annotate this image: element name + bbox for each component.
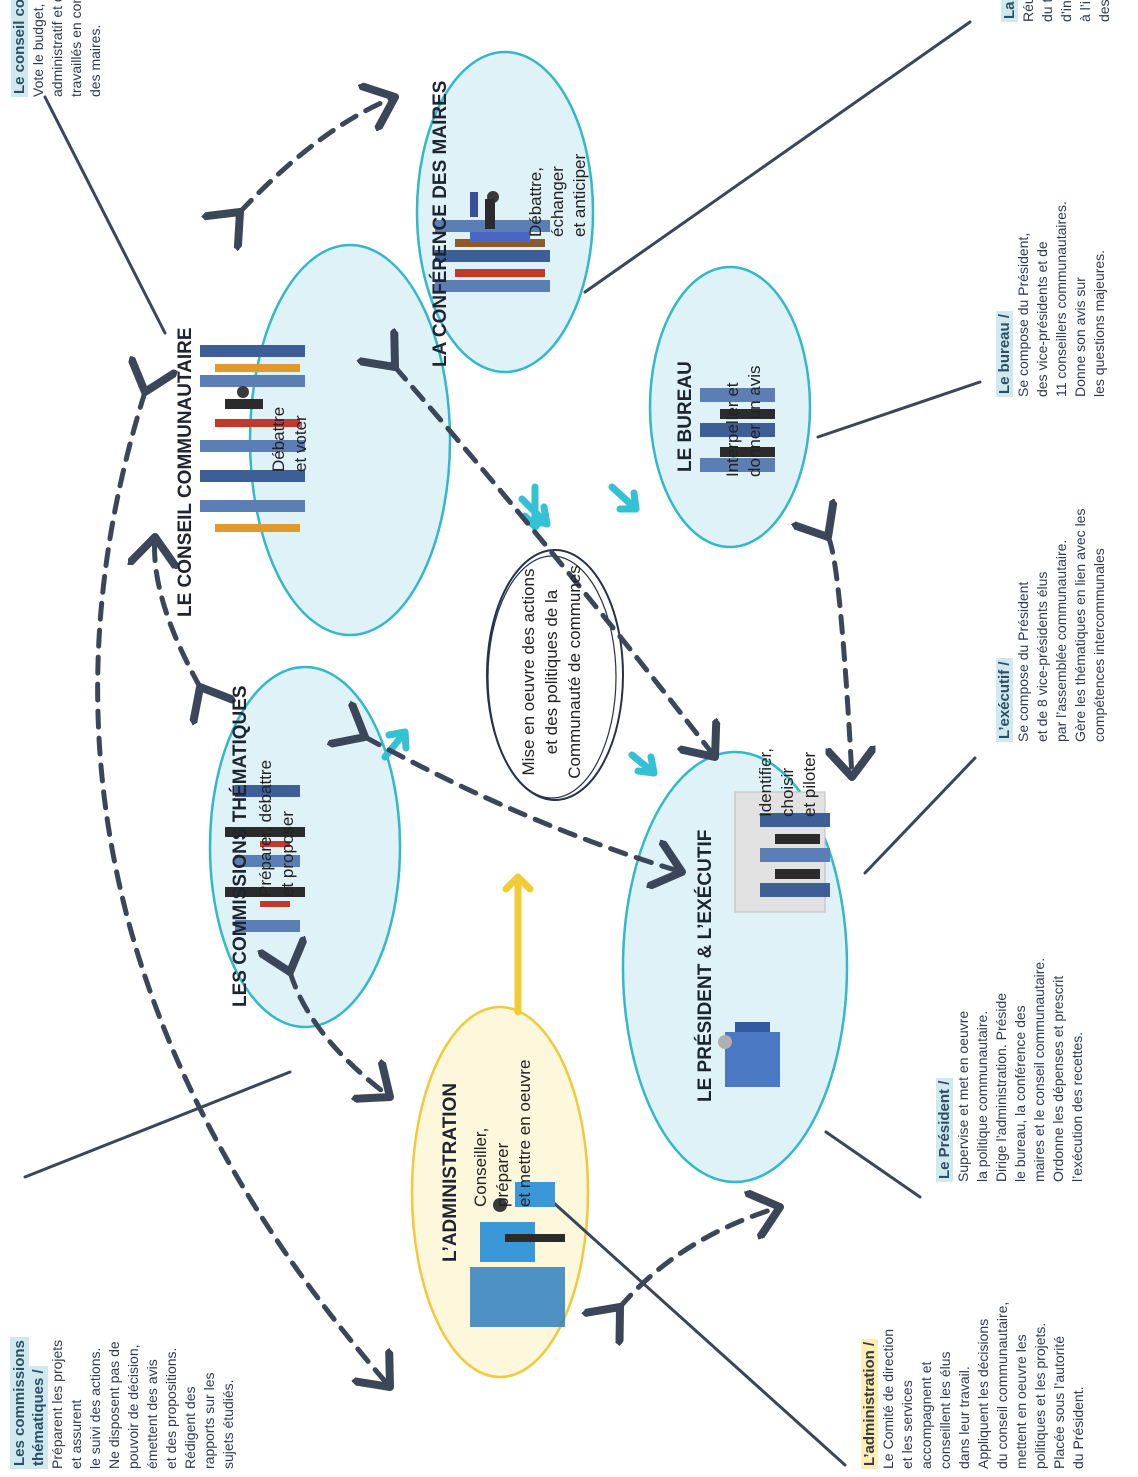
center-label: Mise en oeuvre des actions et des politi… [519, 565, 584, 779]
caption-commissions-heading-2: thématiques / [29, 1366, 48, 1469]
commissions-verb: Préparer, débattre et proposer [256, 759, 297, 897]
leader-conseil [43, 95, 167, 335]
caption-conseil: Le conseil communautaire / Vote le budge… [10, 0, 105, 97]
arrow-bureau-president [828, 537, 852, 777]
caption-president: Le Président / Supervise et met en oeuvr… [936, 957, 1085, 1182]
caption-administration-heading: L’administration / [861, 1338, 878, 1469]
conseil-title: LE CONSEIL COMMUNAUTAIRE [175, 327, 196, 617]
arrow-commissions-administration [290, 972, 390, 1097]
leader-administration [543, 1193, 847, 1467]
conference-verb: Débattre, échanger et anticiper [526, 153, 589, 237]
teal-arrow-3 [608, 483, 640, 513]
conseil-verb: Débattre et voter [269, 406, 310, 472]
caption-commissions-heading-1: Les commissions [10, 1337, 29, 1469]
arrow-commissions-president [365, 737, 682, 872]
administration-verb: Conseiller, préparer et mettre en oeuvre [471, 1059, 534, 1207]
caption-president-heading: Le Président / [936, 1077, 953, 1182]
administration-title: L’ADMINISTRATION [440, 1082, 461, 1262]
bureau-verb: Interpeller et donner un avis [723, 365, 764, 477]
leader-conference [583, 20, 972, 294]
administration-people-illustration [470, 1182, 565, 1327]
caption-bureau: Le bureau / Se compose du Président, des… [996, 201, 1107, 397]
president-verb: Identifier, choisir et piloter [756, 748, 819, 817]
caption-executif: L’exécutif / Se compose du Président et … [996, 508, 1107, 742]
leader-executif [863, 756, 977, 875]
conseil-people-illustration [200, 345, 305, 532]
leader-president [824, 1130, 922, 1199]
caption-commissions: Les commissions thématiques / Préparent … [10, 1269, 238, 1469]
conference-people-illustration [435, 191, 550, 292]
caption-executif-heading: L’exécutif / [996, 658, 1013, 742]
caption-conseil-heading: Le conseil communautaire / [11, 0, 28, 97]
president-people-illustration [718, 791, 830, 1087]
arrow-conseil-conference [240, 97, 395, 212]
leader-bureau [816, 380, 982, 439]
leader-commissions [23, 1070, 292, 1179]
commissions-people-illustration [225, 785, 305, 932]
commissions-title: LES COMMISSIONS THÉMATIQUES [230, 685, 251, 1007]
yellow-arrow [502, 873, 534, 1016]
bureau-title: LE BUREAU [675, 361, 696, 472]
arrow-administration-president [620, 1207, 780, 1307]
arrow-conseil-administration [95, 392, 390, 1387]
caption-conference-heading: La c [1001, 0, 1018, 22]
caption-conference: La c Réu du t d’in à l’i des [1000, 0, 1114, 22]
caption-bureau-heading: Le bureau / [996, 310, 1013, 397]
caption-administration: L’administration / Le Comité de directio… [861, 1301, 1086, 1469]
teal-arrow-5 [628, 751, 658, 777]
bureau-people-illustration [700, 388, 775, 472]
conference-title: LA CONFÉRENCE DES MAIRES [430, 80, 451, 367]
president-title: LE PRÉSIDENT & L’EXÉCUTIF [695, 829, 716, 1102]
